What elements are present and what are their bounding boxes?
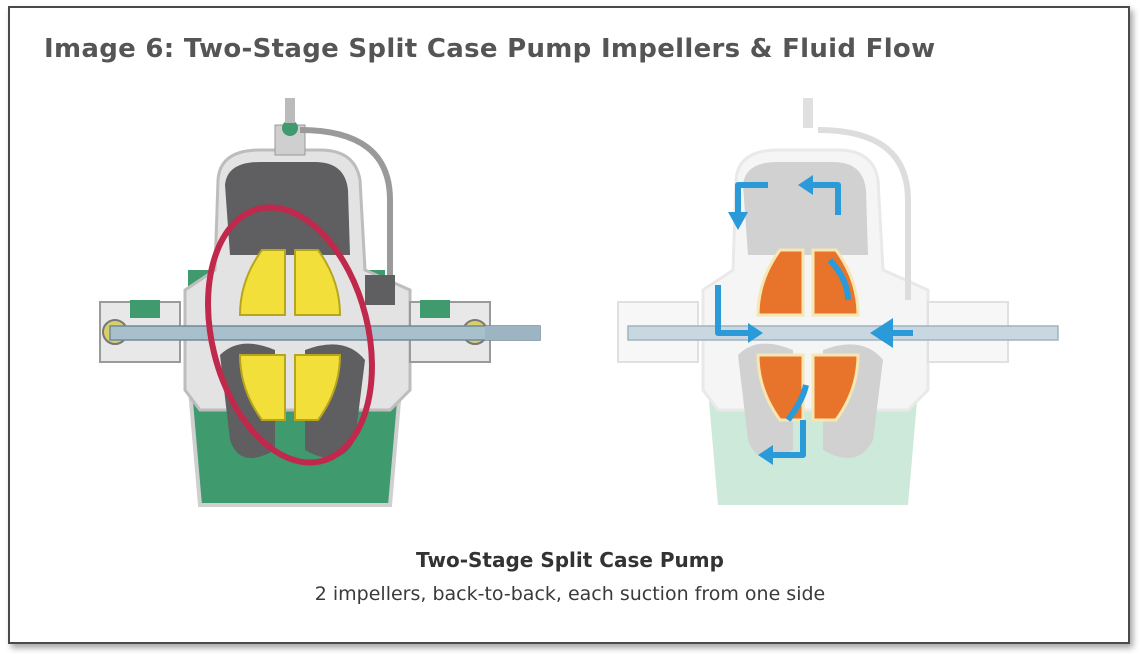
figure-title: Image 6: Two-Stage Split Case Pump Impel… [44,34,936,64]
impeller-2-lower [294,354,342,421]
flow-arrows [715,182,913,458]
caption-heading: Two-Stage Split Case Pump [416,548,724,572]
arrowhead-top-left [728,212,748,230]
impeller-1-upper-orange [756,248,805,317]
flow-arrow-top-left [735,182,768,220]
impeller-highlight-ring [205,204,375,466]
flow-arrow-inner-left [785,384,809,422]
arrowhead-left-in [748,323,763,343]
impeller-1-lower [238,354,286,421]
impeller-1-upper [238,249,286,316]
balance-line [299,127,393,300]
impeller-1-lower-orange [756,353,805,422]
flow-arrow-top-right [808,182,841,215]
arrowhead-suction [870,318,893,348]
pump-cross-section-highlighted [99,98,541,507]
pump-fluid-flow-diagram [617,98,1059,505]
impeller-2-lower-orange [811,353,860,422]
vent-valve [282,120,298,136]
flow-arrow-left-in [715,285,753,336]
shaft [109,325,541,341]
flow-arrow-inner-right [827,257,851,301]
caption-subtext: 2 impellers, back-to-back, each suction … [314,583,826,605]
shaft [627,325,1059,341]
arrowhead-top-right [798,175,813,195]
arrowhead-bottom-out [758,445,773,465]
flow-arrow-bottom-out [768,420,806,458]
impeller-2-upper [294,249,342,316]
